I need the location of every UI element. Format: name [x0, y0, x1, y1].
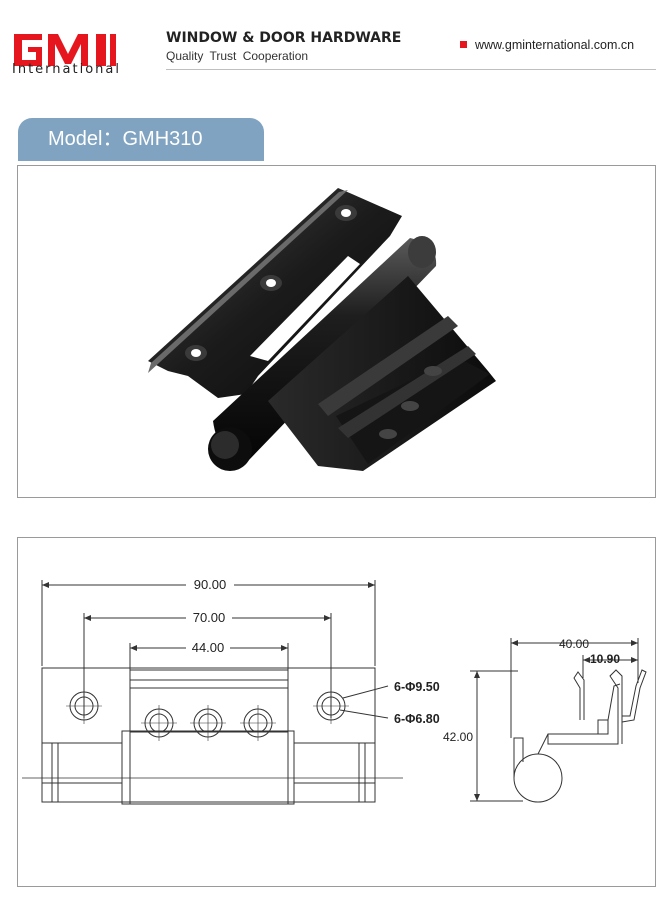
product-photo-frame: [17, 165, 656, 498]
header-tagline: Quality Trust Cooperation: [166, 49, 309, 63]
dim-knuckle-width: 44.00: [192, 640, 225, 655]
side-view: 40.00 10.90 42.00: [443, 637, 647, 803]
model-tab: Model：GMH310: [18, 118, 264, 161]
callout-inner-diameter: 6-Φ6.80: [394, 712, 440, 726]
website-link[interactable]: www.gminternational.com.cn: [460, 38, 634, 52]
header-title: WINDOW & DOOR HARDWARE: [166, 30, 402, 46]
red-square-icon: [460, 41, 467, 48]
technical-drawing: 90.00 70.00 44.00: [22, 577, 647, 805]
website-text: www.gminternational.com.cn: [475, 38, 635, 52]
dim-overall-width: 90.00: [194, 577, 227, 592]
front-view: 90.00 70.00 44.00: [22, 577, 440, 805]
dim-hole-spacing: 70.00: [193, 610, 226, 625]
header-divider: [166, 69, 656, 70]
callout-outer-diameter: 6-Φ9.50: [394, 680, 440, 694]
gmi-logo: [14, 34, 116, 66]
countersunk-holes: [66, 688, 349, 741]
logo-subtitle: International: [12, 62, 121, 77]
dim-side-width: 40.00: [559, 637, 589, 651]
screw-holes: [185, 205, 357, 361]
hinge-photo: [148, 188, 496, 471]
dim-side-offset: 10.90: [590, 652, 620, 666]
technical-drawing-frame: 90.00 70.00 44.00: [17, 537, 656, 887]
dim-side-height: 42.00: [443, 730, 473, 744]
